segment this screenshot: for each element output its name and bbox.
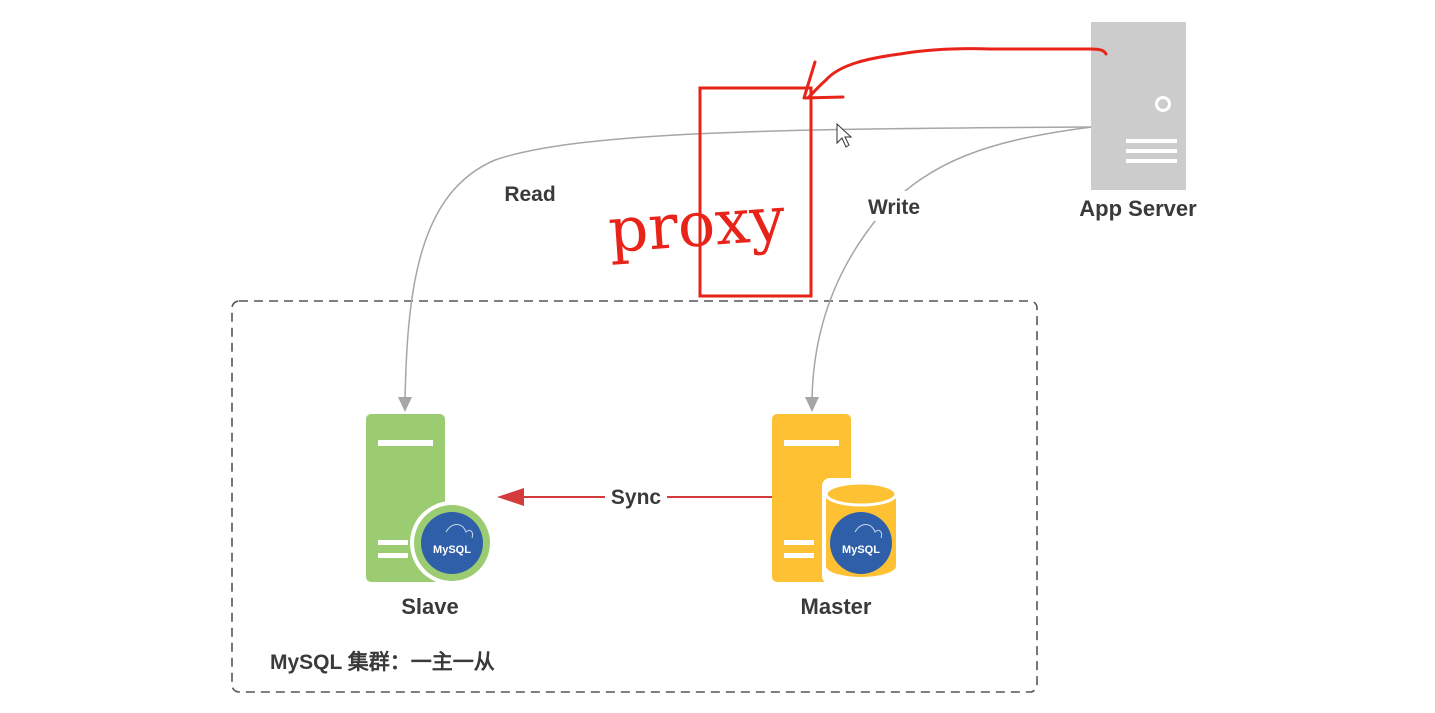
read-label: Read	[504, 183, 555, 206]
cluster-caption: MySQL 集群：一主一从	[270, 650, 495, 674]
master-label: Master	[801, 594, 872, 619]
read-connector	[404, 126, 1093, 403]
slave-mysql-logo: MySQL	[433, 544, 471, 556]
proxy-annotation-arrow	[806, 47, 1108, 100]
write-connector	[811, 126, 1093, 401]
master-mysql-logo: MySQL	[842, 544, 880, 556]
read-label-bg	[496, 178, 562, 208]
master-database-icon	[822, 478, 898, 584]
sync-arrowhead	[497, 488, 524, 506]
mouse-cursor-icon	[836, 122, 853, 148]
read-arrowhead	[398, 397, 412, 412]
write-label: Write	[868, 196, 920, 219]
proxy-annotation-arrowhead	[802, 60, 845, 100]
slave-label: Slave	[401, 594, 459, 619]
proxy-annotation-box	[698, 86, 813, 298]
app-server-icon	[1091, 22, 1186, 190]
sync-label: Sync	[611, 486, 662, 509]
slave-dolphin-icon	[445, 524, 473, 539]
app-server-label: App Server	[1079, 196, 1197, 221]
proxy-annotation-text: proxy	[606, 182, 787, 267]
sync-label-bg	[605, 482, 667, 510]
slave-server-icon	[366, 414, 494, 585]
write-label-bg	[860, 191, 930, 221]
master-dolphin-icon	[854, 524, 882, 539]
cluster-border	[231, 300, 1038, 693]
write-arrowhead	[805, 397, 819, 412]
